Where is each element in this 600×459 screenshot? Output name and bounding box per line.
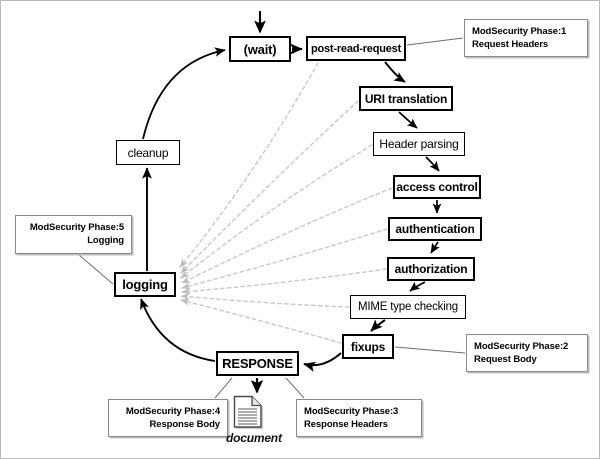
node-logging[interactable]: logging (114, 272, 176, 297)
phase-box-4-line1: ModSecurity Phase:4 (125, 406, 220, 417)
dashed-mime-to-logging (180, 293, 350, 308)
edge-authorization-to-mime (409, 281, 426, 292)
phase-box-3: ModSecurity Phase:3 Response Headers (296, 399, 422, 437)
phase-box-1: ModSecurity Phase:1 Request Headers (464, 19, 588, 57)
node-post-read-request[interactable]: post-read-request (306, 36, 406, 61)
document-icon (233, 395, 267, 438)
dashed-header-to-logging (180, 144, 373, 279)
logging-dashed-connectors (179, 62, 393, 344)
dashed-access-to-logging (181, 187, 393, 284)
node-access-control[interactable]: access control (393, 175, 481, 199)
node-cleanup[interactable]: cleanup (116, 140, 180, 165)
phase-box-4: ModSecurity Phase:4 Response Body (108, 399, 228, 437)
edge-fixups-to-response (303, 352, 342, 372)
phase-box-1-line1: ModSecurity Phase:1 (472, 26, 567, 37)
phase-box-1-line2: Request Headers (472, 39, 549, 50)
edge-cleanup-to-wait (142, 47, 226, 140)
dashed-authorization-to-logging (181, 268, 387, 295)
dashed-fixups-to-logging (180, 298, 342, 344)
node-response[interactable]: RESPONSE (216, 351, 299, 376)
phase-leader-lines (78, 37, 466, 399)
node-header-parsing[interactable]: Header parsing (373, 132, 465, 156)
leader-phase5 (78, 254, 114, 285)
phase-box-3-line2: Response Headers (304, 419, 388, 430)
node-authentication[interactable]: authentication (388, 217, 482, 241)
node-fixups[interactable]: fixups (342, 334, 394, 359)
dashed-authentication-to-logging (181, 228, 388, 290)
phase-box-2: ModSecurity Phase:2 Request Body (466, 334, 588, 372)
edge-authentication-to-authorization (430, 241, 440, 254)
node-authorization[interactable]: authorization (387, 257, 475, 281)
leader-phase2 (394, 346, 466, 354)
solid-connectors (140, 11, 442, 394)
phase-box-2-line2: Request Body (474, 354, 537, 365)
edge-mime-to-fixups (370, 319, 386, 332)
phase-box-2-line1: ModSecurity Phase:2 (474, 341, 569, 352)
phase-box-5-line1: ModSecurity Phase:5 (29, 222, 124, 233)
edge-post-read-to-uri (384, 61, 406, 83)
node-mime-type-checking[interactable]: MIME type checking (350, 295, 466, 319)
node-wait[interactable]: (wait) (229, 36, 291, 62)
edge-uri-to-header (398, 111, 418, 129)
node-uri-translation[interactable]: URI translation (359, 86, 453, 111)
edge-header-to-access (425, 156, 440, 172)
phase-box-5: ModSecurity Phase:5 Logging (15, 215, 132, 254)
leader-phase4 (214, 377, 233, 399)
phase-box-5-line2: Logging (87, 235, 124, 246)
leader-phase3 (285, 377, 305, 399)
leader-phase1 (406, 37, 464, 46)
phase-box-3-line1: ModSecurity Phase:3 (304, 406, 399, 417)
edge-response-to-logging (140, 298, 216, 362)
document-label: document (226, 431, 282, 445)
phase-box-4-line2: Response Body (149, 419, 221, 430)
dashed-post-read-to-logging (179, 62, 319, 268)
dashed-uri-to-logging (180, 100, 359, 274)
